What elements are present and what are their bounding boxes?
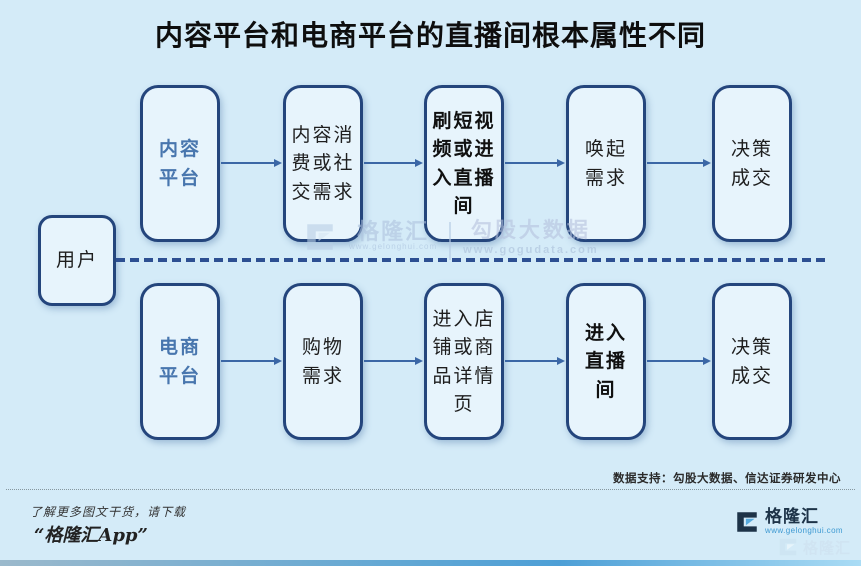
flow-box-enter-live-room: 进入 直播 间 xyxy=(566,283,646,440)
watermark-data-url: www.gogudata.com xyxy=(463,244,599,257)
flow-box-ecommerce-platform: 电商 平台 xyxy=(140,283,220,440)
flow-box-user: 用户 xyxy=(38,215,116,306)
flow-box-decision-deal-top-label: 决策 成交 xyxy=(730,138,773,189)
flow-box-content-demand-label: 内容消 费或社 交需求 xyxy=(291,123,355,203)
flow-arrow-icon xyxy=(647,357,711,365)
flow-arrow-icon xyxy=(221,357,282,365)
watermark-brand-name: 格隆汇 xyxy=(357,219,430,244)
flow-box-ecommerce-platform-label: 电商 平台 xyxy=(158,336,201,387)
flow-box-content-platform: 内容 平台 xyxy=(140,85,220,242)
flow-box-user-label: 用户 xyxy=(55,249,98,272)
flow-arrow-icon xyxy=(364,159,423,167)
flow-box-store-detail-page-label: 进入店 铺或商 品详情 页 xyxy=(432,307,496,416)
gelonghui-logo-icon xyxy=(779,538,797,556)
flow-box-short-video-entry-label: 刷短视 频或进 入直播 间 xyxy=(432,109,496,218)
footer-divider xyxy=(6,489,855,490)
flow-box-shopping-demand-label: 购物 需求 xyxy=(301,336,344,387)
flow-box-decision-deal-top: 决策 成交 xyxy=(712,85,792,242)
gelonghui-footer-logo-faint: 格隆汇 xyxy=(777,536,851,558)
flow-box-demand-awakening-label: 唤起 需求 xyxy=(584,138,627,189)
gelonghui-faint-logo-name: 格隆汇 xyxy=(802,539,851,557)
gelonghui-logo-url: www.gelonghui.com xyxy=(765,526,843,535)
user-dashed-connector xyxy=(116,258,828,262)
flow-arrow-icon xyxy=(364,357,423,365)
flow-box-content-platform-label: 内容 平台 xyxy=(158,138,201,189)
flow-box-store-detail-page: 进入店 铺或商 品详情 页 xyxy=(424,283,504,440)
data-source-credit: 数据支持：勾股大数据、信达证券研发中心 xyxy=(613,473,841,485)
footer-promo-line1: 了解更多图文干货，请下载 xyxy=(30,505,187,519)
flow-box-decision-deal-bottom-label: 决策 成交 xyxy=(730,336,773,387)
gelonghui-footer-logo-text: 格隆汇 www.gelonghui.com xyxy=(765,508,843,535)
flow-box-enter-live-room-label: 进入 直播 间 xyxy=(584,321,627,401)
flow-box-short-video-entry: 刷短视 频或进 入直播 间 xyxy=(424,85,504,242)
flow-arrow-icon xyxy=(505,159,565,167)
gelonghui-logo-icon xyxy=(737,511,757,532)
gelonghui-footer-logo: 格隆汇 www.gelonghui.com xyxy=(734,508,843,535)
bottom-accent-bar xyxy=(0,560,861,566)
flow-box-demand-awakening: 唤起 需求 xyxy=(566,85,646,242)
page-title: 内容平台和电商平台的直播间根本属性不同 xyxy=(154,20,706,51)
watermark-brand-url: www.gelonghui.com xyxy=(349,242,438,252)
footer-promo-line2: “格隆汇App” xyxy=(34,525,148,546)
flow-box-decision-deal-bottom: 决策 成交 xyxy=(712,283,792,440)
flow-arrow-icon xyxy=(221,159,282,167)
flow-box-shopping-demand: 购物 需求 xyxy=(283,283,363,440)
flow-arrow-icon xyxy=(505,357,565,365)
gelonghui-logo-name: 格隆汇 xyxy=(765,507,820,526)
flow-arrow-icon xyxy=(647,159,711,167)
flow-box-content-demand: 内容消 费或社 交需求 xyxy=(283,85,363,242)
